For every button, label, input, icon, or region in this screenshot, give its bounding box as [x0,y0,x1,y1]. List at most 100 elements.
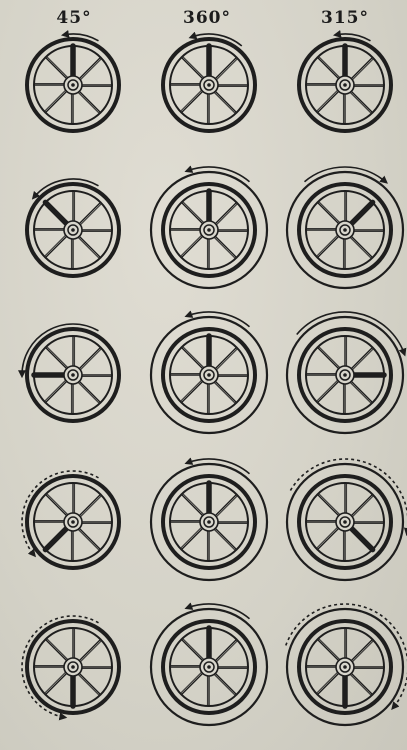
spoke-edge [80,349,101,370]
axle [207,520,211,524]
spoke [351,494,372,515]
spoke-edge [78,237,99,258]
spoke-edge [180,527,201,548]
axle [343,228,347,232]
spoke-edge [352,496,373,517]
spoke [79,494,100,515]
spoke [351,57,372,78]
spoke [215,57,236,78]
spoke-edge [47,56,68,77]
highlighted-spoke [351,202,372,223]
spoke [317,381,338,402]
spoke-edge [44,235,65,256]
spoke-edge [180,672,201,693]
spoke [351,91,372,112]
spoke-edge [44,90,65,111]
spoke [181,347,202,368]
spoke [215,381,236,402]
highlighted-spoke [351,528,372,549]
spoke-edge [214,92,235,113]
spoke-edge [214,674,235,695]
spoke-edge [214,529,235,550]
spoke [215,236,236,257]
spoke-edge [316,90,337,111]
wheel [287,167,403,288]
spoke-edge [80,204,101,225]
wheel [299,34,391,131]
spoke-edge [216,204,237,225]
spoke-edge [47,346,68,367]
spoke [181,639,202,660]
spoke [317,57,338,78]
wheel [287,312,404,433]
axle [207,83,211,87]
wheel [27,34,119,131]
axle [343,520,347,524]
spoke-edge [216,496,237,517]
spoke [181,494,202,515]
spoke-edge [319,56,340,77]
axle [343,83,347,87]
spoke [181,381,202,402]
axle [71,665,75,669]
spoke [181,57,202,78]
highlighted-spoke [45,528,66,549]
spoke [45,91,66,112]
spoke-edge [180,235,201,256]
spoke [79,639,100,660]
spoke-edge [216,59,237,80]
wheel [22,324,119,421]
spoke [181,528,202,549]
spoke [79,381,100,402]
spoke [79,57,100,78]
spoke [351,673,372,694]
spoke [45,236,66,257]
spoke-edge [319,638,340,659]
spoke [317,202,338,223]
spoke-edge [78,529,99,550]
spoke-edge [183,56,204,77]
spoke-edge [78,674,99,695]
spoke [215,91,236,112]
wheel [151,459,267,580]
spoke-edge [352,349,373,370]
spoke-edge [180,90,201,111]
spoke [317,494,338,515]
axle [343,373,347,377]
highlighted-spoke [45,202,66,223]
spoke [79,347,100,368]
wheel [286,604,407,725]
spoke-edge [44,380,65,401]
wheel [22,616,119,717]
spoke [317,236,338,257]
spoke-edge [214,237,235,258]
spoke-edge [78,92,99,113]
spoke-edge [78,382,99,403]
spoke [317,347,338,368]
spoke [215,347,236,368]
axle [71,520,75,524]
spoke [79,91,100,112]
axle [207,373,211,377]
spoke [317,673,338,694]
axle [207,228,211,232]
spoke-edge [316,672,337,693]
spoke [215,202,236,223]
spoke [45,494,66,515]
spoke-edge [350,674,371,695]
spoke-edge [80,59,101,80]
spoke [215,528,236,549]
spoke-edge [183,638,204,659]
spoke-edge [80,641,101,662]
spoke [181,91,202,112]
spoke-edge [319,201,340,222]
spoke-edge [316,527,337,548]
spoke-edge [216,349,237,370]
spoke [351,236,372,257]
spoke-edge [319,346,340,367]
axle [343,665,347,669]
spoke [45,57,66,78]
spoke-edge [216,641,237,662]
